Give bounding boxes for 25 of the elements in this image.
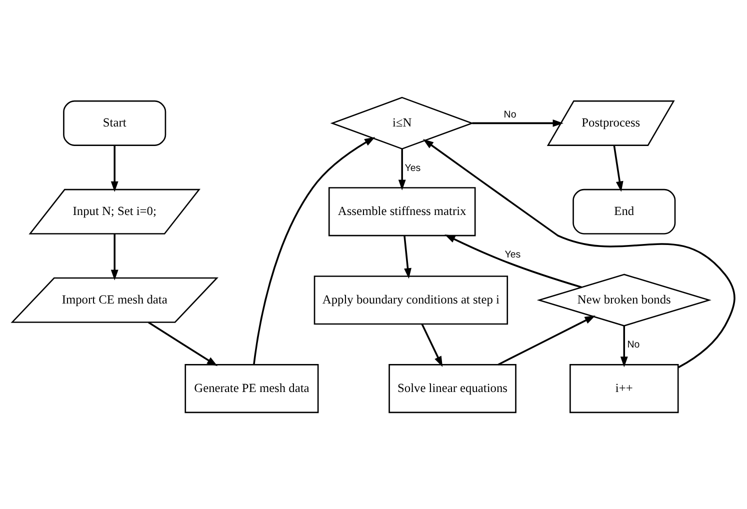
edge-label: No	[504, 109, 516, 120]
arrow	[110, 145, 118, 192]
arrow	[444, 234, 582, 288]
edge-label: No	[627, 339, 640, 350]
node-box: Apply boundary conditions at step i	[314, 275, 508, 324]
node-diamond: New broken bonds	[536, 273, 712, 326]
arrow	[404, 234, 412, 278]
node-box: Generate PE mesh data	[184, 364, 319, 413]
node-box: Start	[63, 100, 166, 146]
node-box: Solve linear equations	[388, 364, 516, 413]
node-box: Assemble stiffness matrix	[328, 186, 476, 236]
edge-label: Yes	[404, 162, 421, 174]
node-box: End	[572, 188, 676, 234]
arrow	[613, 144, 624, 192]
arrow	[253, 136, 376, 364]
edge-label: Yes	[504, 248, 521, 260]
arrow	[110, 233, 118, 280]
arrow	[422, 138, 736, 368]
arrow	[148, 321, 218, 366]
arrow	[421, 323, 443, 366]
arrow	[498, 315, 596, 365]
arrow	[398, 148, 406, 190]
node-box: i++	[570, 364, 679, 413]
arrow	[472, 118, 564, 126]
arrow	[620, 325, 628, 367]
